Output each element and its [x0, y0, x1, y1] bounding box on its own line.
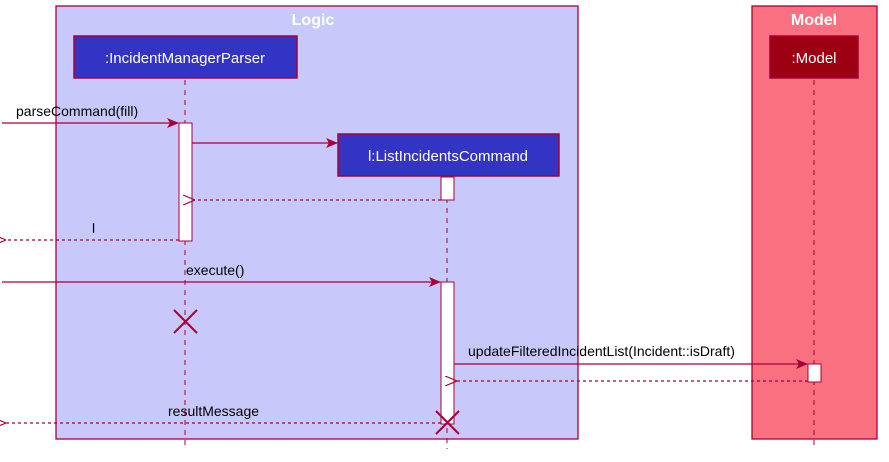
command-destroy-icon: [435, 410, 460, 435]
return-l-label: l: [92, 220, 95, 236]
command-participant-label: l:ListIncidentsCommand: [368, 148, 528, 165]
parser-destroy-icon: [173, 309, 198, 334]
result-message-label: resultMessage: [168, 403, 259, 419]
update-filtered-label: updateFilteredIncidentList(Incident::isD…: [468, 343, 735, 359]
model-participant-label: :Model: [791, 50, 836, 67]
execute-label: execute(): [186, 262, 244, 278]
parser-participant-label: :IncidentManagerParser: [105, 50, 265, 67]
command-participant: [337, 133, 560, 177]
model-activation: [807, 363, 822, 383]
parser-activation: [178, 122, 193, 242]
command-activation-construct: [440, 176, 455, 201]
parse-command-label: parseCommand(fill): [16, 103, 138, 119]
command-activation-execute: [440, 281, 455, 425]
model-box-title: Model: [791, 12, 837, 29]
model-participant: [769, 35, 859, 79]
logic-box-title: Logic: [292, 12, 335, 29]
parser-participant: [73, 35, 298, 79]
